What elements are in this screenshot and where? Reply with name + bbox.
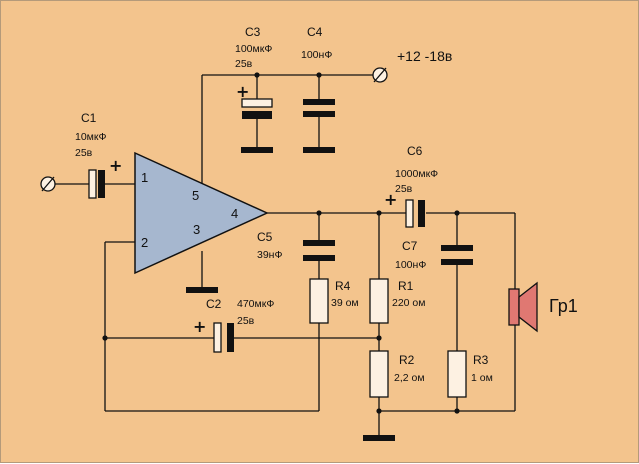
ground-bar-opamp — [186, 287, 218, 293]
r1-name: R1 — [398, 279, 414, 293]
c1-value: 10мкФ — [75, 131, 106, 143]
opamp-pin-2: 2 — [141, 235, 148, 250]
speaker-icon — [508, 281, 538, 333]
c3-plus-mark: + — [236, 82, 249, 101]
c2-voltage: 25в — [237, 315, 255, 327]
ground-bar-main — [363, 435, 395, 441]
opamp-pin-3: 3 — [193, 222, 200, 237]
c4-value: 100нФ — [301, 49, 332, 61]
c1-name: C1 — [81, 111, 97, 125]
c6-value: 1000мкФ — [395, 168, 438, 180]
r3-value: 1 ом — [471, 372, 493, 384]
c3-value: 100мкФ — [235, 43, 272, 55]
c7-value: 100нФ — [395, 259, 426, 271]
c3-voltage: 25в — [235, 58, 253, 70]
c2-value: 470мкФ — [237, 298, 274, 310]
capacitor-c1 — [88, 169, 105, 199]
c1-plus-mark: + — [109, 156, 122, 175]
c6-name: C6 — [407, 144, 423, 158]
opamp-pin-4: 4 — [231, 206, 238, 221]
c4-name: C4 — [307, 25, 323, 39]
r2-value: 2,2 ом — [394, 372, 425, 384]
capacitor-c3 — [241, 98, 273, 153]
capacitor-c5 — [303, 240, 335, 261]
c2-name: C2 — [206, 297, 222, 311]
input-terminal — [40, 176, 56, 192]
c2-plus-mark: + — [193, 317, 206, 336]
c5-name: C5 — [257, 230, 273, 244]
opamp-pin-1: 1 — [141, 170, 148, 185]
capacitor-c6 — [405, 199, 425, 228]
resistor-r1 — [369, 278, 389, 324]
c6-voltage: 25в — [395, 183, 413, 195]
power-terminal — [372, 67, 388, 83]
r3-name: R3 — [473, 353, 489, 367]
r1-value: 220 ом — [392, 297, 426, 309]
opamp-pin-5: 5 — [192, 188, 199, 203]
c1-voltage: 25в — [75, 147, 93, 159]
r4-name: R4 — [335, 279, 351, 293]
power-label: +12 -18в — [397, 48, 452, 64]
junction-dots — [102, 72, 460, 414]
capacitor-c7 — [441, 245, 473, 265]
resistor-r3 — [447, 350, 467, 398]
capacitor-c2 — [213, 322, 234, 353]
resistor-r2 — [369, 350, 389, 398]
opamp-symbol — [134, 151, 269, 275]
resistor-r4 — [309, 278, 329, 324]
r2-name: R2 — [399, 353, 415, 367]
wires — [55, 74, 516, 438]
c5-value: 39нФ — [257, 249, 282, 261]
r4-value: 39 ом — [331, 297, 359, 309]
capacitor-c4 — [303, 99, 335, 153]
speaker-name: Гр1 — [549, 296, 578, 316]
c3-name: C3 — [245, 25, 261, 39]
c7-name: C7 — [402, 239, 418, 253]
c6-plus-mark: + — [384, 190, 397, 209]
